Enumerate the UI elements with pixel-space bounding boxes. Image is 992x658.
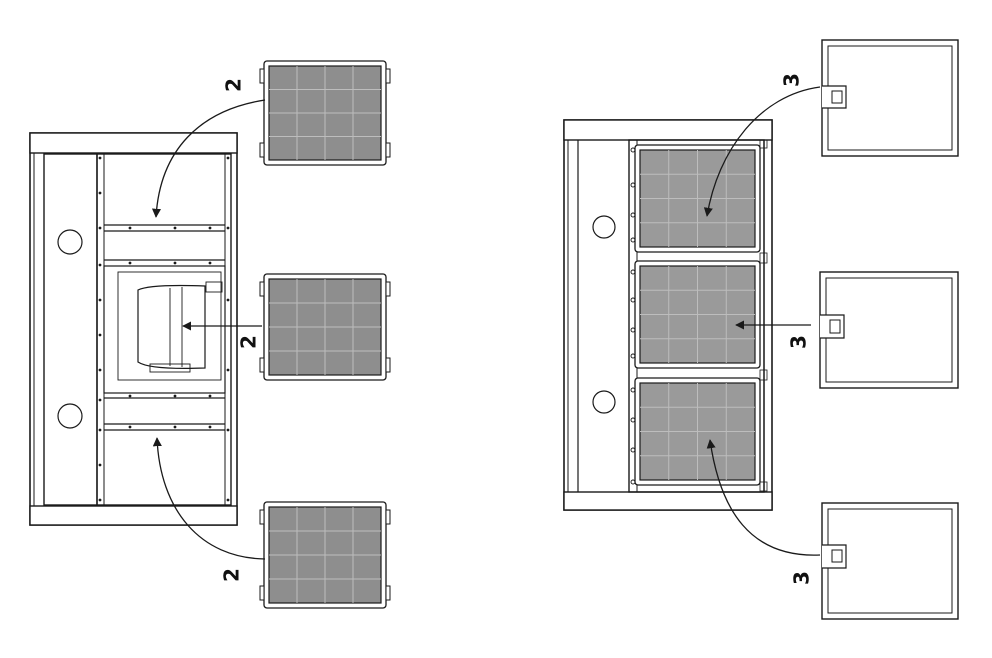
callout-left-bottom: 2 [220,568,244,582]
grease-filter-bottom [634,377,761,486]
filter-cover-top [821,39,959,157]
duct-hole-top [592,215,616,239]
right-grease-filters [634,144,761,486]
arrow-top-right [703,86,821,217]
right-arrows [703,86,821,556]
carbon-filter-bottom [259,501,391,609]
arrow-bottom-right [706,439,821,556]
left-rivets [98,156,230,502]
duct-hole-top [57,229,83,255]
carbon-filter-middle [259,273,391,381]
arrow-top-left [151,99,266,218]
duct-hole-bottom [592,390,616,414]
callout-right-bottom: 3 [790,571,814,585]
right-filter-covers [819,39,959,620]
callout-right-middle: 3 [787,335,811,349]
filter-cover-bottom [821,502,959,620]
callout-left-top: 2 [222,78,246,92]
carbon-filter-top [259,60,391,166]
arrow-bottom-left [152,437,266,560]
grease-filter-middle [634,260,761,369]
grease-filter-top [634,144,761,253]
left-carbon-filters [259,60,391,609]
filter-cover-middle [819,271,959,389]
left-arrows [151,99,266,560]
duct-hole-bottom [57,403,83,429]
callout-right-top: 3 [780,73,804,87]
left-hood-housing [29,132,238,526]
callout-left-middle: 2 [237,335,261,349]
